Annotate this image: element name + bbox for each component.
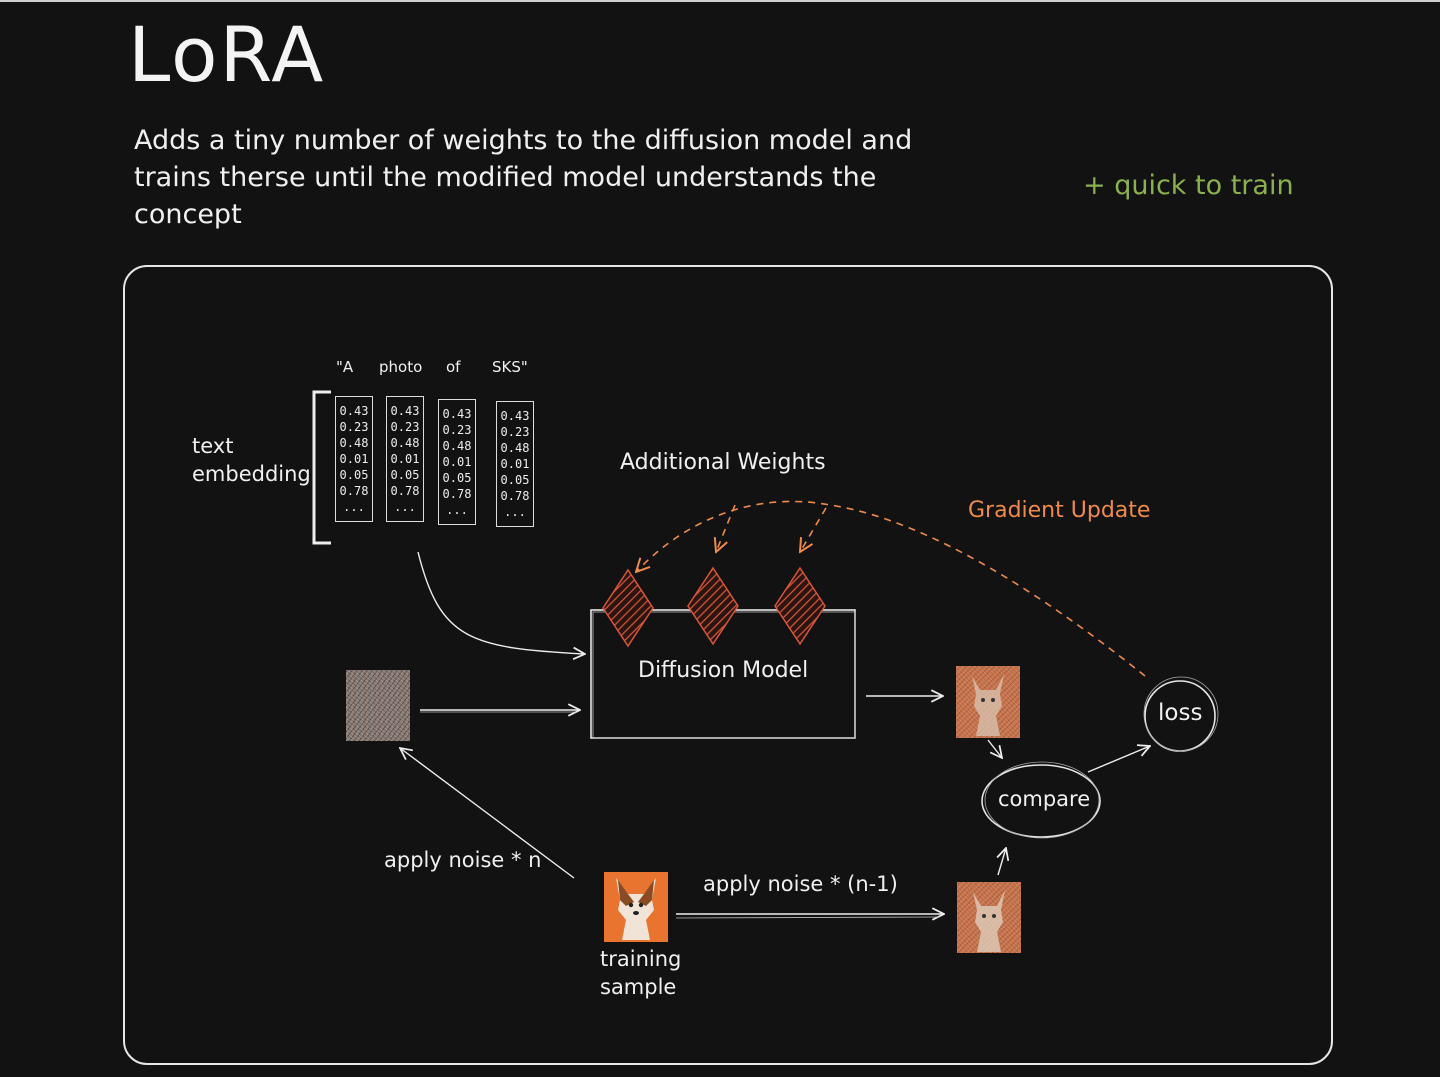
target-to-compare-arrow: [998, 848, 1006, 876]
weight-diamond-3: [774, 566, 826, 646]
diffusion-model-label: Diffusion Model: [638, 658, 809, 683]
token-of: of: [446, 358, 461, 376]
gradient-branch-2: [716, 504, 736, 552]
page-title: LoRA: [128, 10, 326, 99]
sample-to-noise-arrow: [400, 748, 575, 879]
loss-label: loss: [1158, 700, 1203, 726]
gradient-branch-3: [800, 507, 827, 552]
gradient-update-curve: [636, 500, 1146, 677]
weight-diamond-1: [602, 568, 654, 648]
description-text: Adds a tiny number of weights to the dif…: [134, 125, 913, 230]
token-photo: photo: [379, 358, 423, 376]
text-embedding-label: text embedding: [192, 434, 311, 486]
compare-node: [981, 764, 1101, 838]
embedding-bracket: [312, 390, 331, 545]
apply-noise-n-minus-1-label: apply noise * (n-1): [703, 872, 898, 896]
compare-to-loss-arrow: [1087, 746, 1150, 773]
additional-weights-label: Additional Weights: [620, 450, 826, 475]
training-sample-image: [604, 872, 668, 942]
token-sks: SKS": [492, 358, 528, 376]
noised-target-image: [957, 882, 1021, 953]
pro-note: + quick to train: [1083, 170, 1294, 201]
diagram-frame: [123, 265, 1333, 1065]
compare-label: compare: [998, 787, 1091, 811]
gradient-update-label: Gradient Update: [968, 498, 1151, 523]
weight-diamond-2: [687, 566, 739, 646]
training-sample-label: training sample: [600, 947, 682, 999]
noise-image: [346, 670, 410, 741]
embedding-to-model-arrow: [417, 551, 585, 654]
token-a: "A: [336, 358, 354, 376]
output-to-compare-arrow: [987, 739, 1002, 758]
top-edge-line: [0, 0, 1440, 2]
model-output-image: [956, 666, 1020, 738]
apply-noise-n-label: apply noise * n: [384, 848, 542, 872]
